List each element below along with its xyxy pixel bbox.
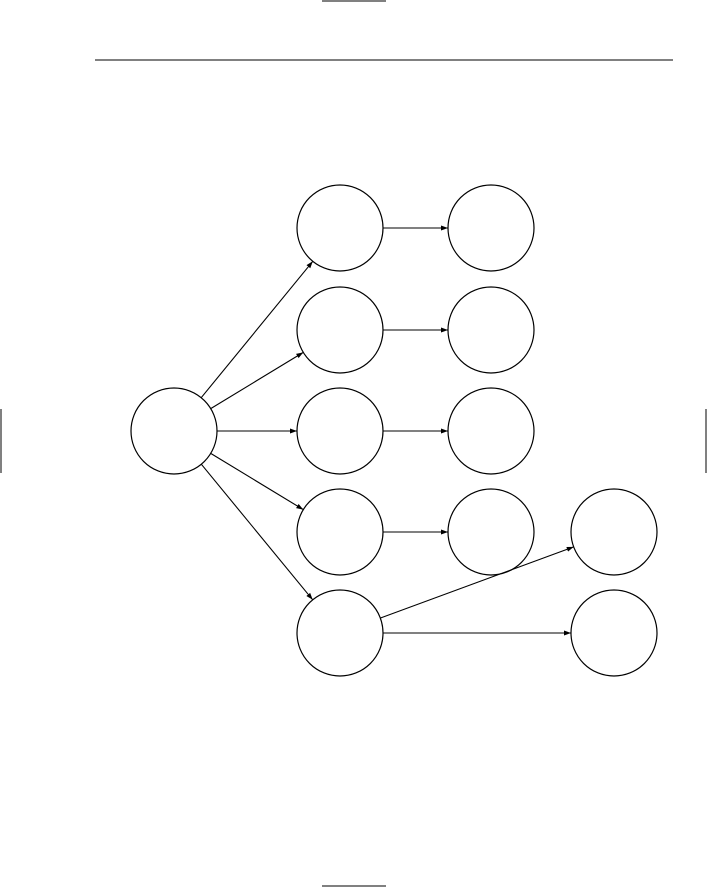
- edges: [200, 225, 574, 636]
- node-circle: [296, 184, 384, 272]
- node-a4: [296, 488, 384, 576]
- node-b3: [447, 387, 535, 475]
- edge-root-to-a5: [200, 463, 314, 601]
- node-root: [130, 387, 218, 475]
- node-b2: [447, 286, 535, 374]
- node-circle: [296, 488, 384, 576]
- node-circle: [296, 286, 384, 374]
- node-circle: [570, 488, 658, 576]
- node-b4: [447, 488, 535, 576]
- node-c1: [570, 488, 658, 576]
- node-circle: [447, 286, 535, 374]
- edge-a5-to-c1: [380, 546, 574, 619]
- node-a2: [296, 286, 384, 374]
- edge-root-to-a4: [210, 452, 304, 511]
- node-b1: [447, 184, 535, 272]
- node-circle: [447, 387, 535, 475]
- nodes: [130, 184, 658, 677]
- node-a5: [296, 589, 384, 677]
- node-a1: [296, 184, 384, 272]
- node-circle: [296, 387, 384, 475]
- node-circle: [570, 589, 658, 677]
- node-circle: [447, 184, 535, 272]
- node-circle: [447, 488, 535, 576]
- node-circle: [130, 387, 218, 475]
- node-c2: [570, 589, 658, 677]
- node-circle: [296, 589, 384, 677]
- edge-root-to-a2: [210, 351, 304, 410]
- node-a3: [296, 387, 384, 475]
- edge-root-to-a1: [200, 260, 314, 399]
